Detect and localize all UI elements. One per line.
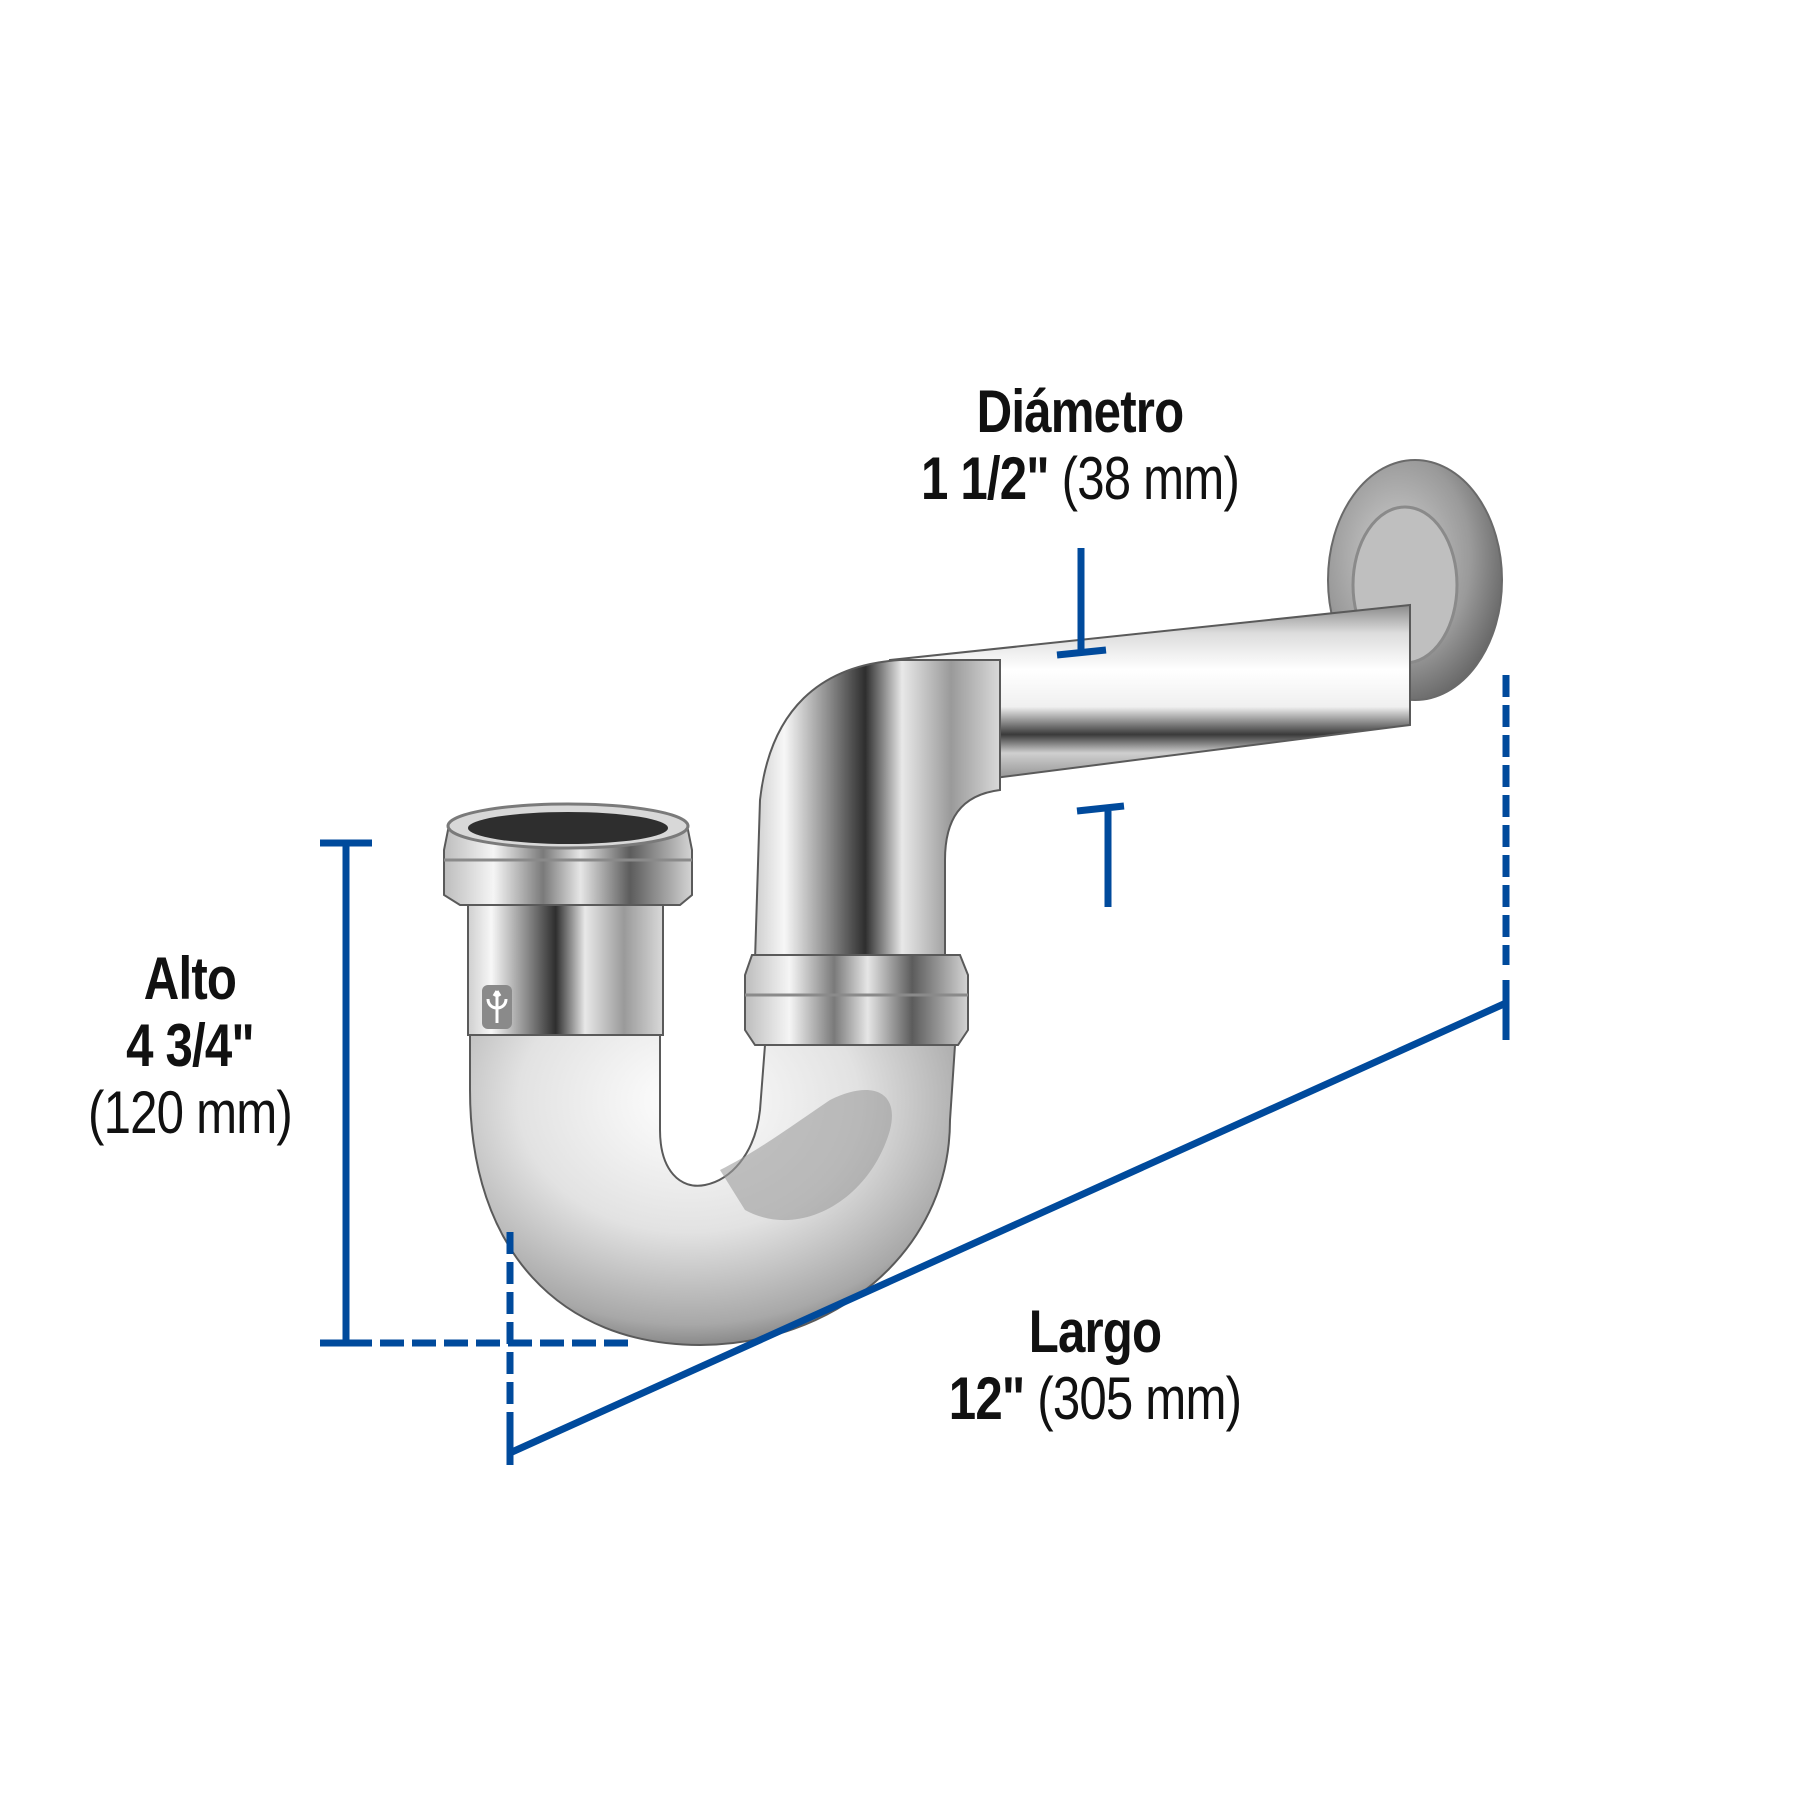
length-value: 12" (305 mm) [919, 1365, 1272, 1432]
height-dimension-line [320, 839, 630, 1347]
trident-logo-icon [482, 985, 512, 1029]
pipe-opening-inner [468, 812, 668, 844]
height-imperial-line: 4 3/4" [67, 1012, 313, 1079]
p-trap-pipe [443, 459, 1503, 1347]
j-bend [469, 969, 957, 1347]
length-label: Largo 12" (305 mm) [919, 1298, 1272, 1432]
diameter-imperial: 1 1/2" [920, 445, 1050, 513]
dimension-lines [320, 548, 1510, 1465]
diameter-label: Diámetro 1 1/2" (38 mm) [900, 378, 1261, 512]
j-bend-inner-shadow [720, 1090, 892, 1221]
height-title: Alto [143, 945, 237, 1012]
slip-nut-top [443, 829, 693, 906]
length-dimension-line [506, 675, 1510, 1465]
height-imperial: 4 3/4" [126, 1012, 255, 1080]
length-title: Largo [1028, 1298, 1162, 1365]
slip-nut-right [744, 954, 969, 1046]
diameter-metric: (38 mm) [1061, 445, 1240, 513]
diameter-title: Diámetro [976, 378, 1185, 445]
upper-elbow [753, 659, 1001, 961]
diameter-value: 1 1/2" (38 mm) [900, 445, 1261, 512]
height-metric-line: (120 mm) [67, 1079, 313, 1146]
diameter-dimension-marker [1056, 548, 1125, 907]
length-imperial: 12" [948, 1365, 1025, 1433]
height-label: Alto 4 3/4" (120 mm) [67, 945, 313, 1147]
length-metric: (305 mm) [1037, 1365, 1242, 1433]
height-metric: (120 mm) [88, 1079, 293, 1147]
